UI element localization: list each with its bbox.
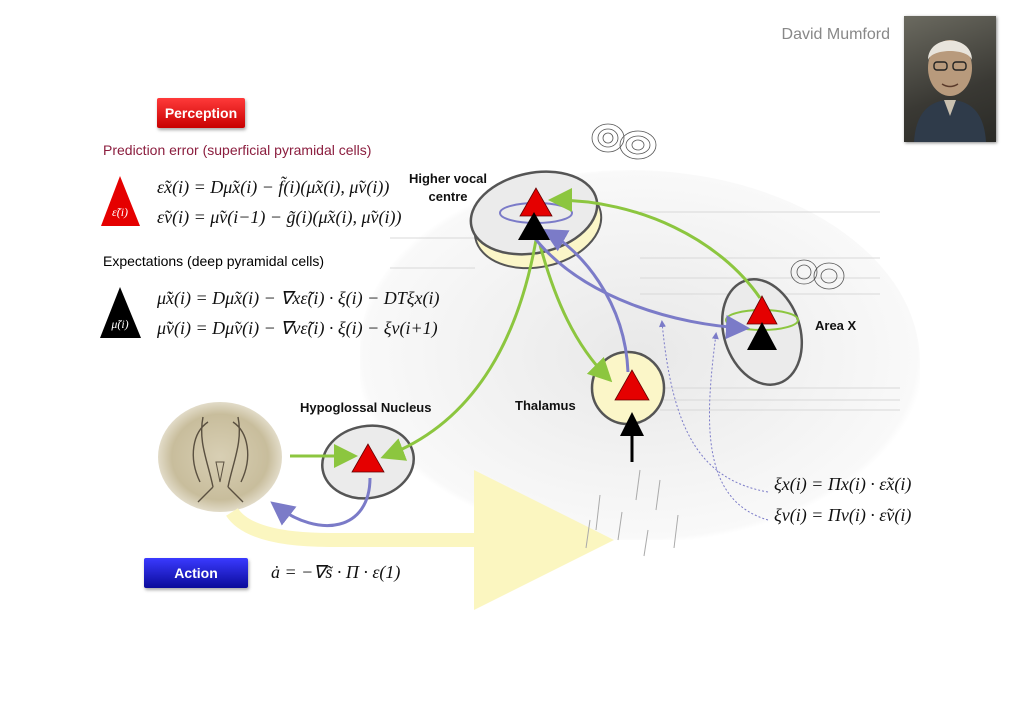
precision-link-1 — [658, 320, 769, 493]
precision-link-2 — [708, 332, 769, 521]
hvc-deep-cell — [518, 212, 550, 240]
hvc-to-thalamus-arrow — [538, 244, 613, 383]
hvc-label-line2: centre — [428, 189, 468, 204]
hvc-label-line1: Higher vocal — [408, 171, 488, 186]
action-flow-arrow — [226, 470, 614, 610]
attractor-icon-area-x — [790, 259, 845, 290]
expectation-eq-x: μ̃̇x(i) = Dμ̃x(i) − ∇xε̃(i) · ξ(i) − DTξ… — [157, 288, 440, 308]
action-button[interactable]: Action — [144, 558, 248, 588]
hypoglossal-to-syrinx-arrow — [270, 477, 372, 528]
hypoglossal-label: Hypoglossal Nucleus — [300, 400, 432, 415]
expectation-symbol-label: μ̃(i) — [110, 317, 128, 331]
prediction-error-heading: Prediction error (superficial pyramidal … — [103, 142, 372, 158]
precision-eq-x: ξx(i) = Πx(i) · ε̃x(i) — [774, 474, 912, 494]
thalamus-label: Thalamus — [515, 398, 576, 413]
precision-eq-v: ξv(i) = Πv(i) · ε̃v(i) — [774, 505, 912, 525]
author-portrait — [904, 16, 996, 142]
hypoglossal-cell — [351, 443, 385, 473]
author-name: David Mumford — [781, 26, 890, 43]
thalamus-to-hvc-arrow — [542, 229, 630, 373]
expectations-heading: Expectations (deep pyramidal cells) — [103, 253, 324, 269]
area-x-label: Area X — [815, 318, 857, 333]
syrinx-drawing — [192, 416, 249, 503]
hvc-to-hypoglossal-arrow — [380, 239, 538, 461]
thalamus-cell — [614, 369, 650, 401]
prediction-error-symbol-label: ε̃(i) — [112, 205, 128, 219]
syrinx-illustration — [158, 402, 282, 512]
sensory-input-panel — [576, 462, 690, 561]
expectation-eq-v: μ̃̇v(i) = Dμ̃v(i) − ∇vε̃(i) · ξ(i) − ξv(… — [157, 318, 438, 338]
hvc-to-area-x-arrow — [528, 231, 750, 340]
area-x-deep-cell — [747, 322, 777, 350]
expectation-symbol — [100, 287, 141, 338]
action-eq: ȧ = −∇s̃ · Π · ε(1) — [271, 562, 401, 582]
hvc-label: Higher vocal centre — [398, 170, 498, 206]
attractor-icon-hvc — [591, 123, 657, 160]
prediction-error-eq-x: ε̃x(i) = Dμ̃x(i) − f̃(i)(μ̃x(i), μ̃v(i)) — [157, 177, 390, 197]
sensory-noise-streaks — [585, 469, 679, 557]
prediction-error-symbol — [101, 176, 140, 226]
prediction-error-eq-v: ε̃v(i) = μ̃v(i−1) − g̃(i)(μ̃x(i), μ̃v(i)… — [157, 207, 402, 227]
brain-region-lines — [390, 211, 900, 411]
area-x-to-hvc-arrow — [548, 188, 762, 299]
perception-button[interactable]: Perception — [157, 98, 245, 128]
portrait-drawing — [914, 40, 986, 142]
